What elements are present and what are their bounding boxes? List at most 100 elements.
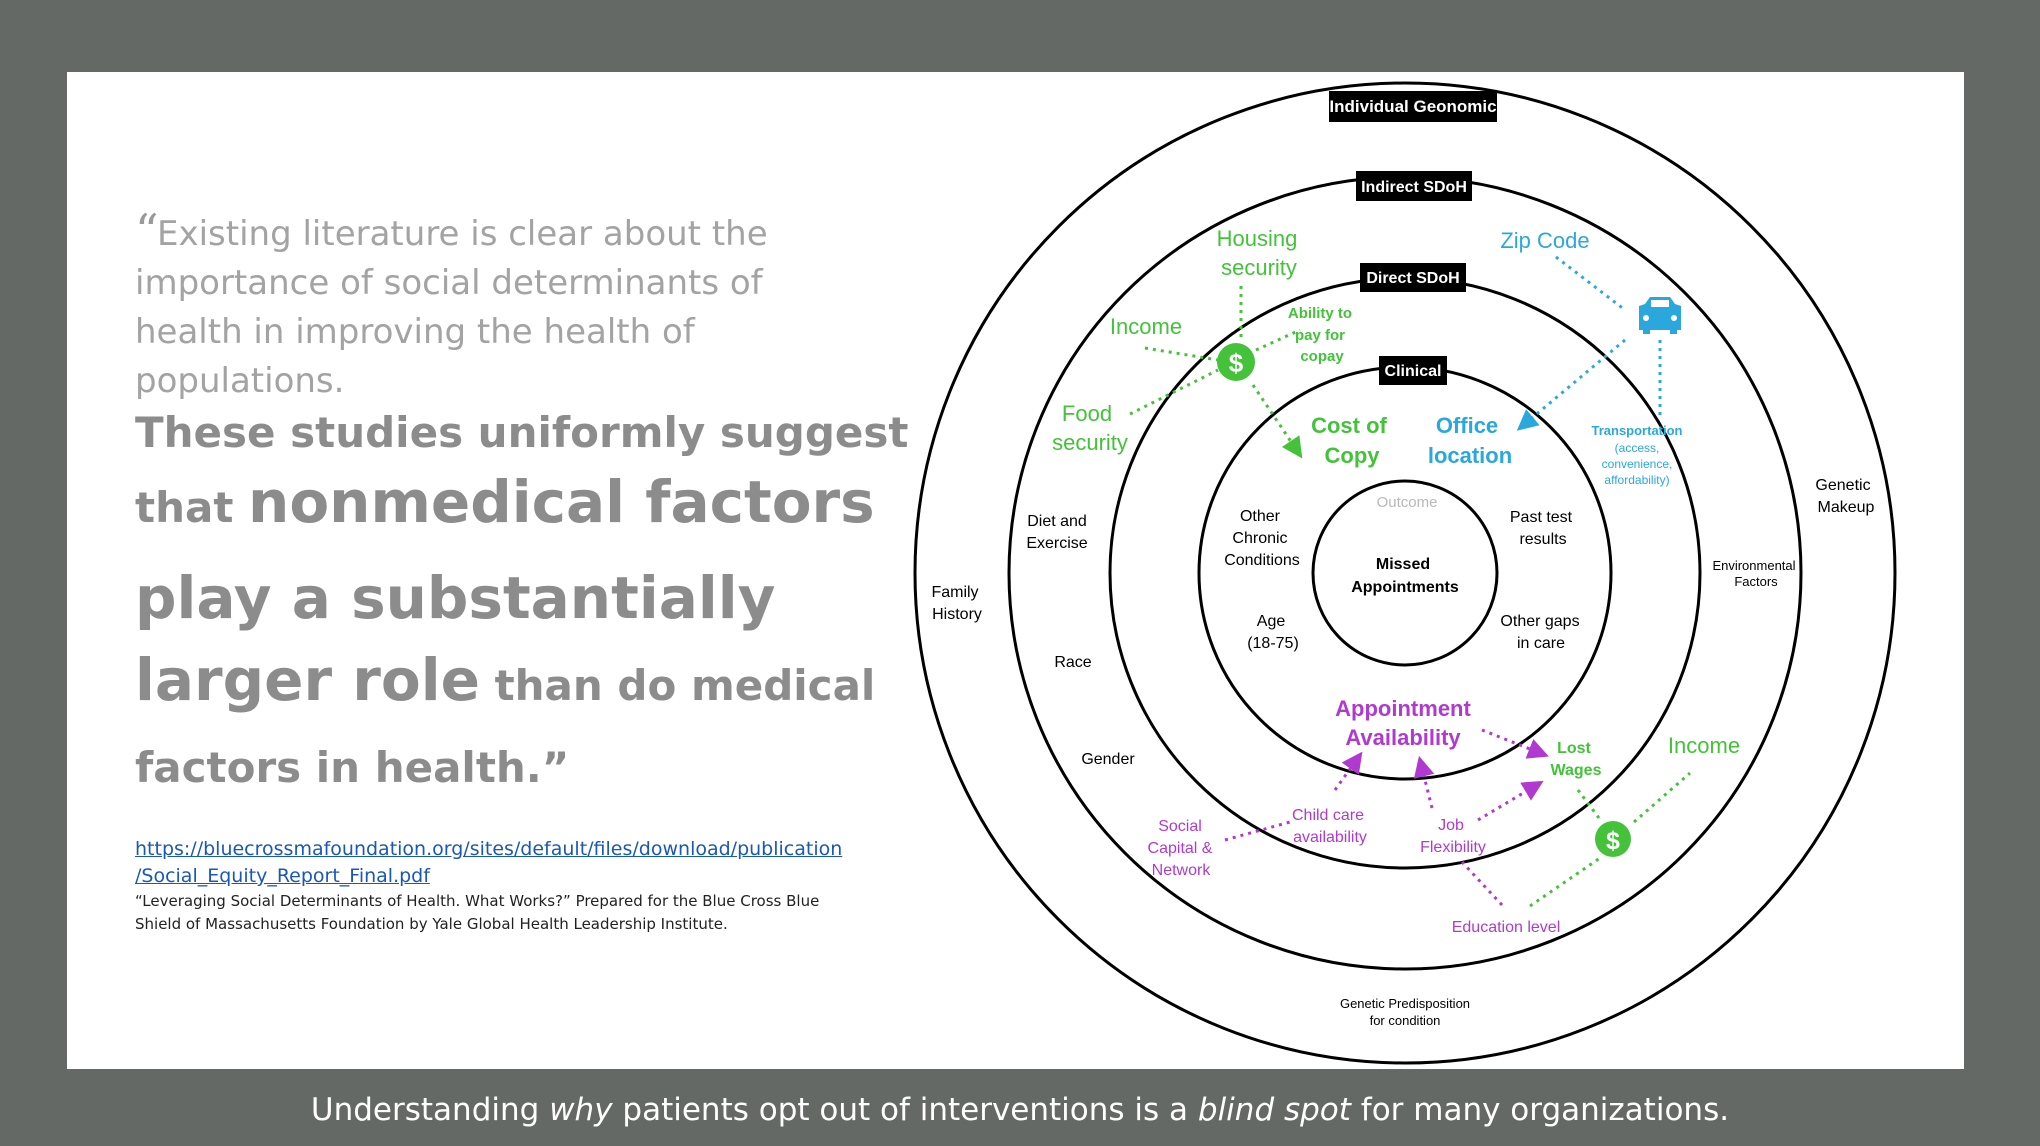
office-location-label: Office — [1436, 413, 1498, 438]
genetic-predisposition-label: Genetic Predisposition — [1340, 996, 1470, 1011]
social-capital-label: Capital & — [1148, 840, 1213, 857]
dollar-icon: $ — [1595, 821, 1631, 857]
clinical-other-gaps: Other gaps — [1500, 613, 1579, 630]
quote-open-mark: “ — [135, 204, 159, 258]
caption-part1: Understanding — [310, 1092, 550, 1128]
diet-exercise-label: Diet and — [1027, 513, 1087, 530]
ability-to-pay-label: pay for — [1295, 327, 1345, 344]
ability-to-pay-label: copay — [1300, 348, 1344, 365]
dollar-icon-glyph: $ — [1606, 827, 1620, 855]
appointment-availability-label: Appointment — [1335, 696, 1471, 721]
quote-main-line2-small: that — [135, 483, 249, 532]
source-link-line2[interactable]: /Social_Equity_Report_Final.pdf — [135, 865, 430, 887]
family-history-label: History — [932, 606, 982, 623]
genetic-makeup-label: Makeup — [1818, 499, 1875, 516]
connector-to-lost-wages — [1481, 728, 1549, 759]
connector-education-dollar — [1529, 856, 1601, 908]
clinical-other-gaps: in care — [1517, 635, 1565, 652]
family-history-label: Family — [931, 584, 978, 601]
social-capital-label: Social — [1158, 818, 1202, 835]
lost-wages-label: Lost — [1557, 740, 1591, 757]
ring-tag-indirect: Indirect SDoH — [1356, 171, 1472, 201]
ring-tag-direct: Direct SDoH — [1360, 263, 1466, 292]
connector-job-wages — [1477, 780, 1544, 822]
caption-part3: for many organizations. — [1350, 1092, 1730, 1128]
genetic-predisposition-label: for condition — [1370, 1013, 1441, 1028]
environmental-factors-label: Environmental — [1712, 558, 1795, 573]
clinical-other-chronic: Other — [1240, 508, 1281, 525]
housing-security-label: security — [1221, 255, 1297, 280]
gender-label: Gender — [1081, 751, 1135, 768]
slide — [67, 72, 1964, 1069]
connector-wages-dollar — [1576, 789, 1604, 823]
diet-exercise-label: Exercise — [1026, 535, 1087, 552]
lost-wages-label: Wages — [1551, 762, 1602, 779]
caption-emphasis-why: why — [549, 1092, 613, 1128]
ring-tag-individual-text: Individual Geonomic — [1329, 97, 1496, 116]
quote-main-line4: larger role than do medical — [135, 638, 875, 737]
transportation-label: convenience, — [1602, 457, 1673, 471]
citation-rest: Prepared for the Blue Cross Blue Shield … — [135, 892, 820, 933]
clinical-other-chronic: Chronic — [1232, 530, 1287, 547]
source-link[interactable]: https://bluecrossmafoundation.org/sites/… — [135, 836, 855, 890]
citation-title: “Leveraging Social Determinants of Healt… — [135, 892, 571, 910]
genetic-makeup-label: Genetic — [1815, 477, 1870, 494]
citation: “Leveraging Social Determinants of Healt… — [135, 890, 855, 936]
food-security-label: Food — [1062, 401, 1112, 426]
clinical-other-chronic: Conditions — [1224, 552, 1300, 569]
child-care-label: Child care — [1292, 807, 1364, 824]
ring-tag-direct-text: Direct SDoH — [1366, 270, 1459, 287]
quote-main-line4-big: larger role — [135, 646, 480, 714]
caption-emphasis-blind-spot: blind spot — [1197, 1092, 1351, 1128]
ring-indirect — [1007, 175, 1803, 971]
quote-intro-text: Existing literature is clear about the i… — [135, 214, 768, 401]
clinical-labels: Other Chronic Conditions Past test resul… — [1224, 508, 1579, 652]
connector-income-dollar — [1633, 771, 1691, 824]
caption-part2: patients opt out of interventions is a — [612, 1092, 1198, 1128]
connector-to-office — [1516, 338, 1626, 431]
connector-education — [1460, 860, 1504, 907]
outcome-line1: Missed — [1376, 556, 1430, 573]
clinical-age: (18-75) — [1247, 635, 1299, 652]
office-location-label: location — [1428, 443, 1512, 468]
appointment-availability-label: Availability — [1345, 725, 1461, 750]
outcome-label: Outcome — [1377, 494, 1438, 511]
quote-main-line3: play a substantially — [135, 564, 776, 632]
clinical-past-test: Past test — [1510, 509, 1573, 526]
food-security-label: security — [1052, 430, 1128, 455]
dollar-icon: $ — [1217, 343, 1255, 381]
income-label: Income — [1110, 314, 1182, 339]
income-label: Income — [1668, 733, 1740, 758]
ring-tag-indirect-text: Indirect SDoH — [1361, 179, 1467, 196]
zip-code-label: Zip Code — [1500, 228, 1589, 253]
ability-to-pay-label: Ability to — [1288, 305, 1352, 322]
connector-social — [1224, 820, 1291, 842]
job-flexibility-label: Flexibility — [1420, 839, 1486, 856]
environmental-factors-label: Factors — [1734, 574, 1778, 589]
housing-security-label: Housing — [1217, 226, 1298, 251]
slide-caption: Understanding why patients opt out of in… — [0, 1092, 2040, 1128]
quote-main-line2: that nonmedical factors — [135, 461, 875, 558]
quote-main: These studies uniformly suggest that non… — [135, 405, 908, 799]
ring-outcome — [1311, 479, 1499, 667]
ring-tag-individual: Individual Geonomic — [1329, 91, 1497, 122]
quote-main-line5: factors in health.” — [135, 743, 570, 792]
cost-of-copy-label: Cost of — [1311, 413, 1387, 438]
connector-food — [1129, 368, 1219, 416]
child-care-label: availability — [1293, 829, 1367, 846]
dollar-icon-glyph: $ — [1229, 348, 1244, 378]
quote-main-line2-big: nonmedical factors — [248, 468, 875, 536]
connector-to-cost — [1251, 384, 1303, 459]
connector-zip — [1555, 255, 1626, 312]
transportation-label: Transportation — [1591, 423, 1682, 438]
quote-main-line4-small: than do medical — [479, 661, 876, 710]
source-link-line1[interactable]: https://bluecrossmafoundation.org/sites/… — [135, 838, 843, 860]
rings — [913, 81, 1897, 1065]
social-capital-label: Network — [1152, 862, 1212, 879]
connector-job — [1413, 755, 1435, 809]
transportation-label: (access, — [1615, 441, 1660, 455]
ring-tag-clinical-text: Clinical — [1385, 363, 1442, 380]
education-level-label: Education level — [1452, 919, 1561, 936]
job-flexibility-label: Job — [1438, 817, 1464, 834]
